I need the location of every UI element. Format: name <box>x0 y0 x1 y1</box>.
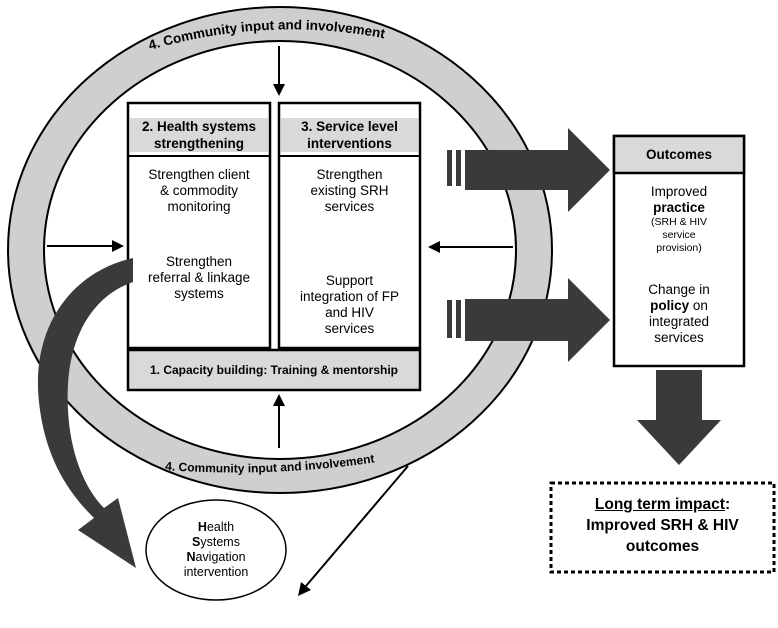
text-line: integrated <box>648 314 710 329</box>
text-line: existing SRH <box>310 183 389 198</box>
initial-h: H <box>197 520 207 534</box>
text-line: monitoring <box>167 199 231 214</box>
navigation-ellipse <box>145 499 287 601</box>
service-level-item-srh: Strengthen existing SRH services <box>281 167 418 215</box>
text-line: Improved <box>650 184 708 199</box>
text-fragment: ystems <box>200 535 240 549</box>
initial-s: S <box>192 535 201 549</box>
arrow-top-down <box>273 46 285 96</box>
practice-emphasis: practice <box>653 200 705 215</box>
initial-n: N <box>186 550 196 564</box>
text-line: integration of FP <box>299 289 400 304</box>
service-level-item-integration: Support integration of FP and HIV servic… <box>281 273 418 337</box>
text-line: services <box>324 321 375 336</box>
arrow-left-in <box>47 240 124 252</box>
arrow-down-to-impact <box>637 370 721 465</box>
impact-line3: outcomes <box>625 538 700 555</box>
text-line: and HIV <box>325 305 374 320</box>
health-systems-header-line1: 2. Health systems <box>141 119 257 134</box>
text-line: provision) <box>656 242 702 254</box>
text-line: Strengthen <box>165 254 233 269</box>
outcomes-panel <box>612 134 746 368</box>
thick-arrow-upper <box>447 128 610 212</box>
navigation-text: Health Systems Navigation intervention <box>150 520 282 580</box>
policy-emphasis: policy <box>650 298 690 313</box>
capacity-building-label: 1. Capacity building: Training & mentors… <box>149 363 399 377</box>
text-line: intervention <box>183 565 249 579</box>
text-line: service <box>662 229 696 241</box>
arrow-to-navigation <box>298 465 409 596</box>
text-line: & commodity <box>159 183 239 198</box>
text-line: Support <box>325 273 374 288</box>
long-term-impact-text: Long term impact: Improved SRH & HIV out… <box>556 494 769 557</box>
capacity-building-bar <box>126 348 422 392</box>
arrow-bottom-up <box>273 394 285 448</box>
outcomes-header: Outcomes <box>645 147 713 162</box>
impact-title: Long term impact <box>594 496 725 513</box>
impact-colon: : <box>724 496 731 513</box>
text-line: referral & linkage <box>147 270 251 285</box>
health-systems-item-monitoring: Strengthen client & commodity monitoring <box>130 167 268 215</box>
text-line: Change in <box>648 282 710 297</box>
text-line: systems <box>174 286 224 301</box>
long-term-impact-box <box>549 481 776 574</box>
text-fragment: on <box>689 298 708 313</box>
text-line: services <box>654 330 704 345</box>
outcomes-practice: Improved practice (SRH & HIV service pro… <box>616 184 742 255</box>
text-fragment: avigation <box>195 550 246 564</box>
service-level-header-line2: interventions <box>307 136 392 151</box>
service-level-header: 3. Service level interventions <box>281 118 418 152</box>
text-line: Strengthen <box>316 167 383 182</box>
outcomes-policy: Change in policy on integrated services <box>616 282 742 346</box>
thick-arrow-lower <box>447 278 610 362</box>
curved-arrow-to-navigation <box>37 258 136 568</box>
impact-line2: Improved SRH & HIV <box>586 517 739 534</box>
service-level-header-line1: 3. Service level <box>301 119 398 134</box>
community-ring <box>6 6 554 494</box>
text-line: services <box>324 199 375 214</box>
health-systems-header: 2. Health systems strengthening <box>130 118 268 152</box>
text-line: Strengthen client <box>148 167 250 182</box>
text-fragment: ealth <box>206 520 235 534</box>
text-line: (SRH & HIV <box>650 216 707 228</box>
arrow-right-in <box>428 241 513 253</box>
health-systems-header-line2: strengthening <box>154 136 244 151</box>
health-systems-item-referral: Strengthen referral & linkage systems <box>130 254 268 302</box>
